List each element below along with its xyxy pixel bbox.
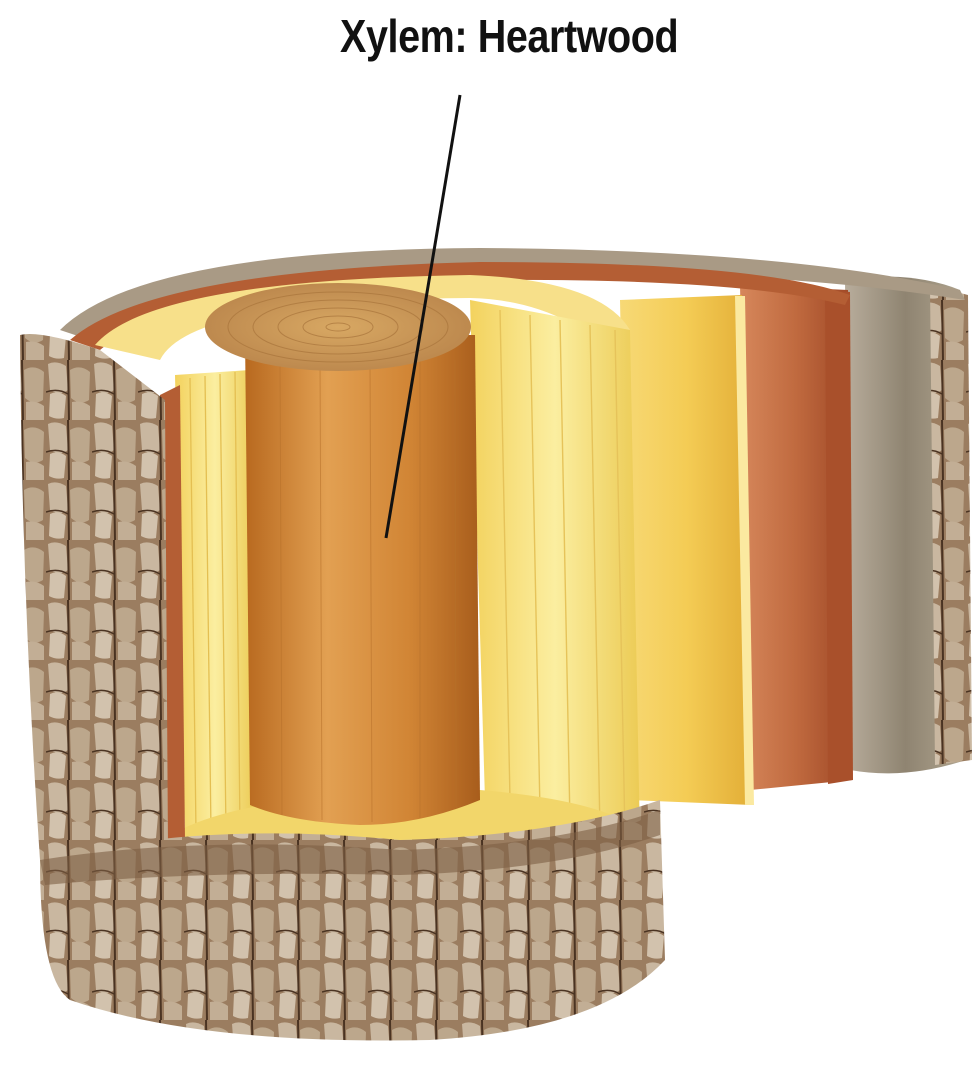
sapwood-block [470, 300, 640, 840]
outer-bark-left [20, 334, 168, 860]
heartwood-top [205, 283, 471, 371]
label-heartwood: Xylem: Heartwood [340, 6, 718, 66]
cambium-layer [620, 295, 752, 805]
outer-bark-edge [930, 285, 972, 765]
